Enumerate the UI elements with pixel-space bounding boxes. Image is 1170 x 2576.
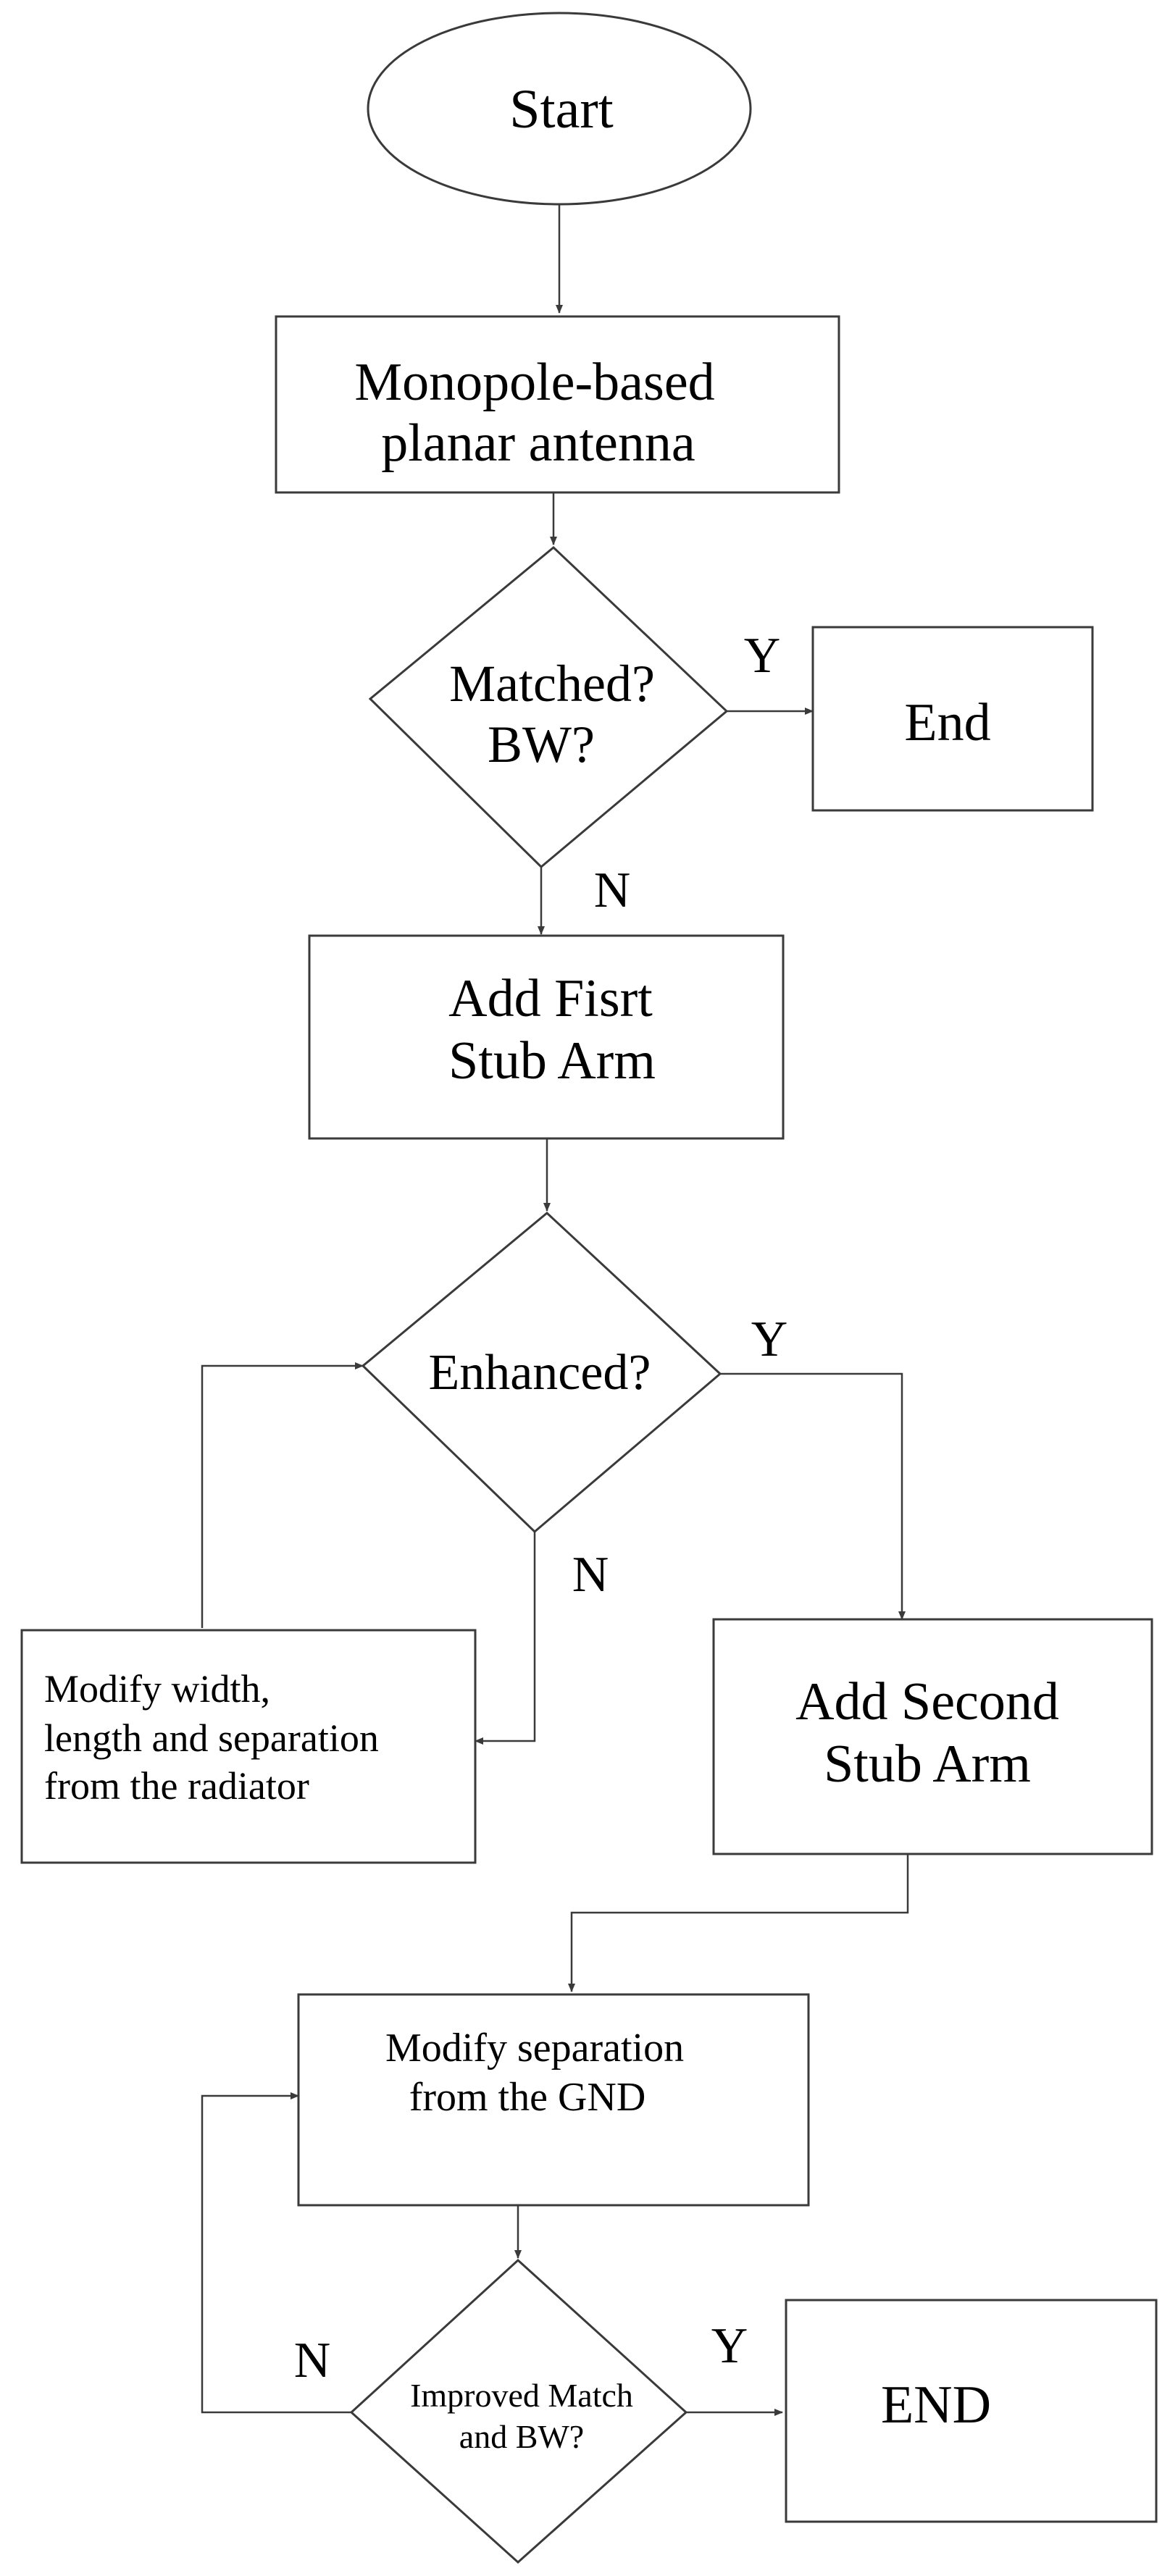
- modify-sep-label-line-2: from the GND: [409, 2075, 646, 2120]
- end2-box: [785, 2299, 1158, 2523]
- end1-label: End: [904, 693, 990, 752]
- matched-label-line-1: Matched?: [449, 655, 655, 713]
- second-stub-box: [712, 1618, 1153, 1855]
- node-enhanced: Enhanced?: [361, 1212, 722, 1534]
- second-stub-label-line-2: Stub Arm: [824, 1734, 1031, 1794]
- edge-enhanced-no-to-modify-width: [475, 1532, 536, 1745]
- edge-improved-no-loop-to-modify-sep: [201, 2092, 351, 2414]
- enhanced-no-label: N: [572, 1547, 609, 1603]
- modify-sep-label-line-1: Modify separation: [385, 2026, 684, 2071]
- start-label: Start: [509, 79, 614, 140]
- enhanced-decision: [361, 1212, 722, 1534]
- node-start: Start: [367, 12, 752, 206]
- enhanced-yes-label: Y: [751, 1312, 788, 1367]
- enhanced-label: Enhanced?: [428, 1345, 651, 1401]
- monopole-label-line-1: Monopole-based: [354, 353, 714, 412]
- modify-width-label-line-3: from the radiator: [44, 1764, 309, 1808]
- improved-yes-label: Y: [711, 2318, 748, 2374]
- modify-sep-box: [297, 1993, 810, 2207]
- node-end1: End: [811, 626, 1094, 812]
- matched-no-label: N: [594, 863, 631, 918]
- node-modify-width: Modify width, length and separation from…: [20, 1629, 477, 1864]
- improved-label-line-2: and BW?: [459, 2418, 584, 2455]
- matched-decision: [368, 545, 729, 869]
- node-first-stub: Add Fisrt Stub Arm: [308, 934, 785, 1140]
- node-end2: END: [785, 2299, 1158, 2523]
- modify-width-box: [20, 1629, 477, 1864]
- matched-yes-label: Y: [744, 628, 781, 684]
- end2-label: END: [881, 2375, 991, 2435]
- node-monopole: Monopole-based planar antenna: [275, 315, 840, 494]
- improved-no-label: N: [294, 2333, 331, 2388]
- node-matched: Matched? BW?: [368, 545, 729, 869]
- node-improved: Improved Match and BW?: [349, 2258, 688, 2564]
- end1-box: [811, 626, 1094, 812]
- start-terminal: [367, 12, 752, 206]
- monopole-label-line-2: planar antenna: [381, 414, 695, 473]
- node-second-stub: Add Second Stub Arm: [712, 1618, 1153, 1855]
- improved-decision: [349, 2258, 688, 2564]
- first-stub-label-line-2: Stub Arm: [448, 1031, 656, 1091]
- edge-second-stub-to-modify-sep: [568, 1854, 909, 1992]
- matched-label-line-2: BW?: [488, 716, 595, 773]
- edges: [201, 204, 909, 2416]
- monopole-box: [275, 315, 840, 494]
- modify-width-label-line-1: Modify width,: [44, 1667, 270, 1711]
- improved-label-line-1: Improved Match: [410, 2377, 633, 2414]
- edge-enhanced-yes-to-second-stub: [720, 1372, 906, 1620]
- first-stub-box: [308, 934, 785, 1140]
- first-stub-label-line-1: Add Fisrt: [448, 969, 653, 1028]
- edge-modify-width-loop-to-enhanced: [201, 1362, 364, 1628]
- edge-labels: Y N Y N Y N: [294, 628, 788, 2388]
- modify-width-label-line-2: length and separation: [44, 1716, 379, 1760]
- node-modify-sep: Modify separation from the GND: [297, 1993, 810, 2207]
- second-stub-label-line-1: Add Second: [795, 1672, 1059, 1732]
